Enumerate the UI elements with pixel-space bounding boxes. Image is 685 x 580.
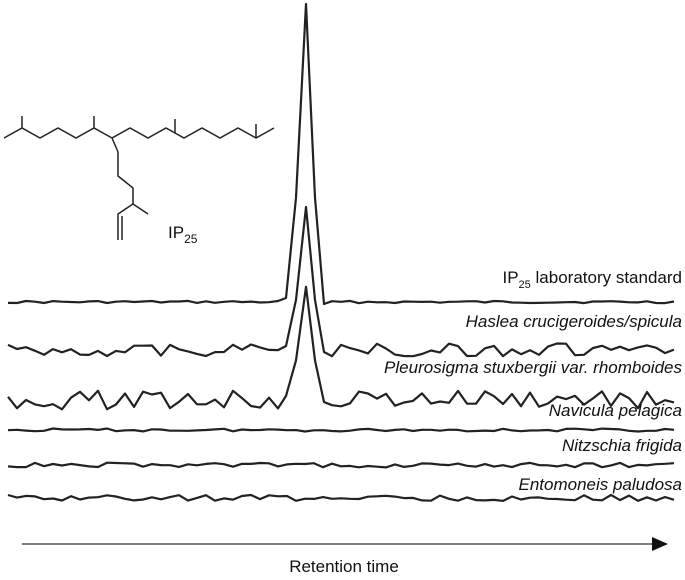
series-label-pleurosigma: Pleurosigma stuxbergii var. rhomboides (384, 358, 682, 377)
trace-line-2 (7, 285, 675, 411)
trace-line-0 (7, 2, 675, 306)
x-axis (22, 537, 668, 551)
series-label-navicula: Navicula pelagica (549, 401, 682, 420)
series-label-haslea: Haslea crucigeroides/spicula (466, 312, 682, 331)
series-label-entomoneis: Entomoneis paludosa (518, 475, 682, 494)
trace-group (7, 2, 675, 502)
x-axis-label: Retention time (289, 557, 399, 576)
trace-line-3 (7, 427, 675, 433)
trace-line-1 (7, 205, 675, 358)
series-label-nitzschia: Nitzschia frigida (562, 436, 682, 455)
molecule-label: IP25 (168, 223, 198, 246)
ip25-structure-icon (3, 116, 275, 240)
x-axis-arrowhead-icon (652, 537, 668, 551)
trace-line-5 (7, 493, 675, 502)
series-label-ip25-standard: IP25 laboratory standard (502, 268, 682, 291)
trace-line-4 (7, 461, 675, 469)
